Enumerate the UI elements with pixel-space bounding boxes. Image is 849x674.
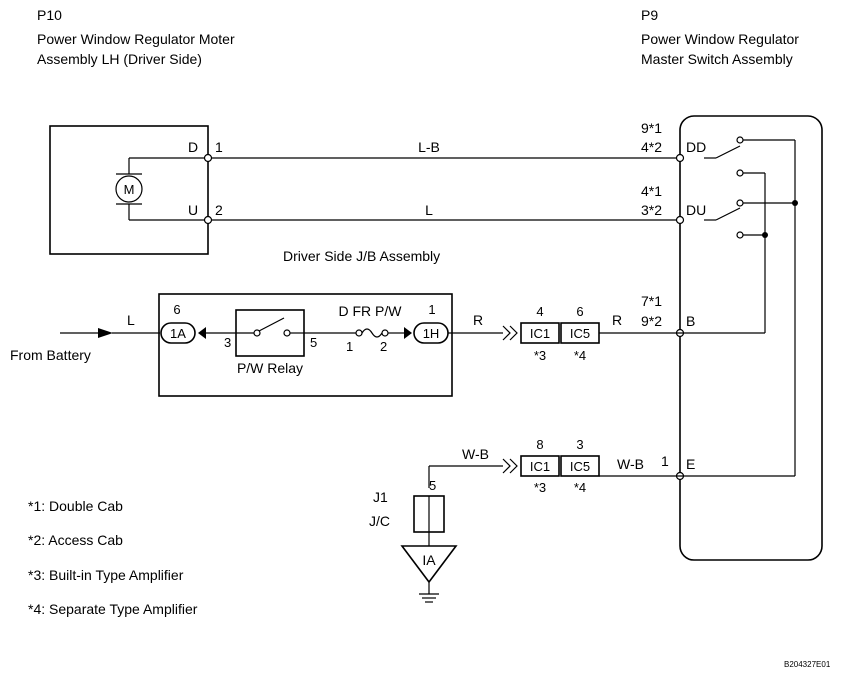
p10-pin-1: 1: [215, 139, 223, 155]
p10-name-line2: Assembly LH (Driver Side): [37, 51, 202, 67]
ic-upper-chevron-icon: [502, 325, 518, 341]
ic1-upper-note: *3: [534, 348, 546, 363]
motor-symbol: [115, 175, 143, 203]
p9-name-line1: Power Window Regulator: [641, 31, 799, 47]
fuse-label: D FR P/W: [339, 303, 403, 319]
note-4: *4: Separate Type Amplifier: [28, 601, 198, 617]
p10-term-d: D: [188, 139, 198, 155]
p9-term-b: B: [686, 313, 695, 329]
ic5-lower-pin: 3: [576, 437, 583, 452]
p9-pin-dd-1: 9*1: [641, 120, 662, 136]
ic5-lower-label: IC5: [570, 459, 590, 474]
connector-1h-label: 1H: [423, 326, 440, 341]
relay-pin-out: 5: [310, 335, 317, 350]
fuse-terminal-1: [355, 329, 363, 337]
jb-1a-pin: 6: [173, 302, 180, 317]
p9-internal-switches: [680, 136, 798, 477]
p9-switch-box: [679, 115, 823, 561]
p9-term-dd: DD: [686, 139, 706, 155]
p9-pin-dd-2: 4*2: [641, 139, 662, 155]
connector-1h-arrow-icon: [404, 327, 412, 339]
wire-e-color-left: W-B: [462, 446, 489, 462]
ic5-upper-pin: 6: [576, 304, 583, 319]
ground-triangle-icon: [400, 545, 458, 584]
p9-pin-b-1: 7*1: [641, 293, 662, 309]
relay-pin-in: 3: [224, 335, 231, 350]
ground-label: IA: [422, 552, 436, 568]
relay-switch-arm: [258, 317, 285, 332]
p9-pin-du-1: 4*1: [641, 183, 662, 199]
terminal-p10-1: [203, 153, 213, 163]
relay-label: P/W Relay: [237, 360, 303, 376]
terminal-p10-2: [203, 215, 213, 225]
p10-motor-box: [49, 125, 209, 255]
p10-id: P10: [37, 7, 62, 23]
note-3: *3: Built-in Type Amplifier: [28, 567, 184, 583]
connector-ic1-lower: [520, 455, 560, 477]
jb-label: Driver Side J/B Assembly: [283, 248, 440, 264]
source-label: From Battery: [10, 347, 91, 363]
fuse-pin-1: 1: [346, 339, 353, 354]
fuse-terminal-2: [381, 329, 389, 337]
wire-battery-color: L: [127, 312, 135, 328]
p10-term-u: U: [188, 202, 198, 218]
ic5-upper-note: *4: [574, 348, 586, 363]
connector-1a: [160, 322, 196, 344]
p10-name-line1: Power Window Regulator Moter: [37, 31, 235, 47]
p9-pin-e: 1: [661, 453, 669, 469]
wire-e-color-right: W-B: [617, 456, 644, 472]
ic1-upper-pin: 4: [536, 304, 543, 319]
p9-id: P9: [641, 7, 658, 23]
jc-name: J/C: [369, 513, 390, 529]
p9-pin-du-2: 3*2: [641, 202, 662, 218]
p10-pin-2: 2: [215, 202, 223, 218]
figure-code: B204327E01: [784, 660, 831, 669]
fuse-pin-2: 2: [380, 339, 387, 354]
note-2: *2: Access Cab: [28, 532, 123, 548]
ic1-lower-pin: 8: [536, 437, 543, 452]
terminal-p9-dd: [675, 153, 685, 163]
ic5-lower-note: *4: [574, 480, 586, 495]
battery-arrow-icon: [98, 328, 113, 338]
wire-b-color-left: R: [473, 312, 483, 328]
jb-box: [158, 293, 453, 397]
connector-1a-arrow-icon: [198, 327, 206, 339]
note-1: *1: Double Cab: [28, 498, 123, 514]
jc-pin: 5: [429, 478, 436, 493]
ic5-upper-label: IC5: [570, 326, 590, 341]
connector-1a-label: 1A: [170, 326, 186, 341]
p9-name-line2: Master Switch Assembly: [641, 51, 793, 67]
p9-term-du: DU: [686, 202, 706, 218]
wire-b-color-right: R: [612, 312, 622, 328]
ic1-lower-note: *3: [534, 480, 546, 495]
fuse-symbol: [361, 328, 383, 338]
ic1-lower-label: IC1: [530, 459, 550, 474]
p9-term-e: E: [686, 456, 695, 472]
wire-du-color: L: [425, 202, 433, 218]
relay-contact-2: [283, 329, 291, 337]
motor-label: M: [124, 182, 135, 197]
terminal-p9-du: [675, 215, 685, 225]
p9-pin-b-2: 9*2: [641, 313, 662, 329]
ic1-upper-label: IC1: [530, 326, 550, 341]
wire-dd-color: L-B: [418, 139, 440, 155]
ic-lower-chevron-icon: [502, 458, 518, 474]
jb-1h-pin: 1: [428, 302, 435, 317]
jc-id: J1: [373, 489, 388, 505]
connector-ic1-upper: [520, 322, 560, 344]
relay-contact-1: [253, 329, 261, 337]
connector-ic5-lower: [560, 455, 600, 477]
